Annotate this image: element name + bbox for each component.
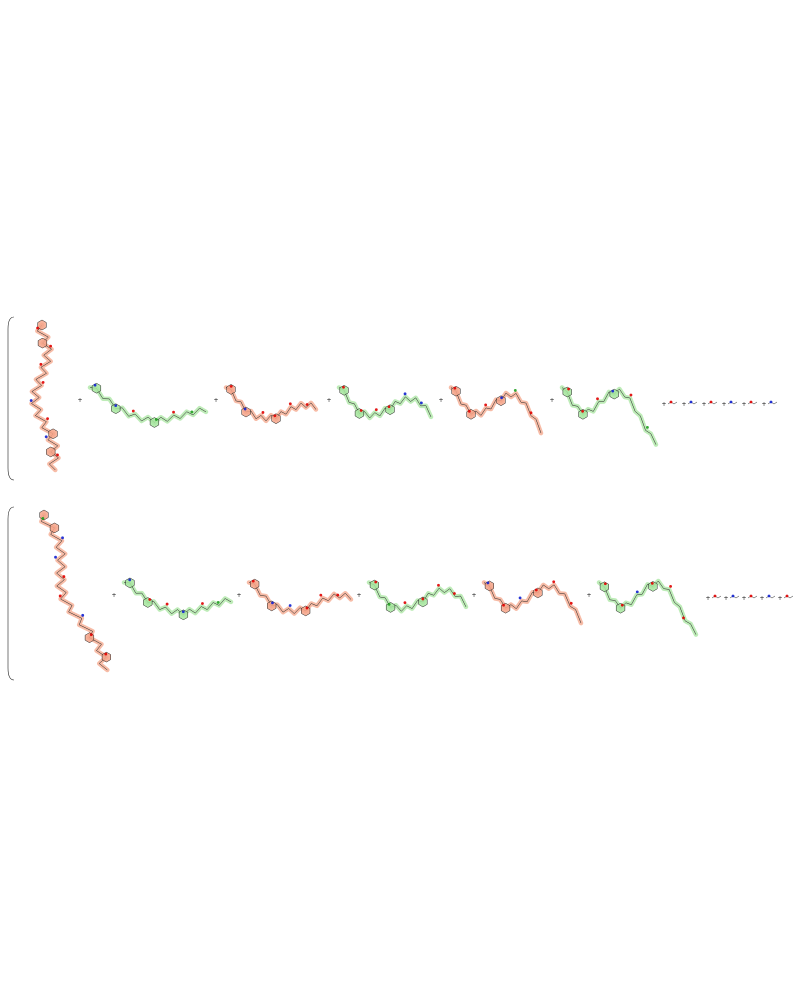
fragment-molecule: + xyxy=(723,594,740,602)
plus-sign: + xyxy=(759,595,764,602)
fragment-molecule: + xyxy=(759,594,776,602)
plus-sign: + xyxy=(213,397,218,404)
product-molecule: + xyxy=(471,580,584,626)
plus-sign: + xyxy=(741,595,746,602)
plus-sign: + xyxy=(777,595,782,602)
fragment-molecule: + xyxy=(761,400,778,408)
fragment-molecule: + xyxy=(741,400,758,408)
fragment-molecule: + xyxy=(777,594,794,602)
product-molecule: + xyxy=(111,577,234,621)
product-molecule: + xyxy=(236,578,354,617)
reaction-brace xyxy=(7,506,15,681)
plus-sign: + xyxy=(438,397,443,404)
fragment-molecule: + xyxy=(741,594,758,602)
plus-sign: + xyxy=(586,592,591,599)
reactant-molecule xyxy=(39,509,111,673)
product-molecule: + xyxy=(77,382,209,428)
plus-sign: + xyxy=(236,592,241,599)
plus-sign: + xyxy=(549,397,554,404)
product-molecule: + xyxy=(438,385,544,436)
plus-sign: + xyxy=(471,592,476,599)
plus-sign: + xyxy=(761,401,766,408)
fragment-molecule: + xyxy=(701,400,718,408)
plus-sign: + xyxy=(705,595,710,602)
reaction-2: + + + + + + + + + + xyxy=(7,506,794,681)
plus-sign: + xyxy=(701,401,706,408)
plus-sign: + xyxy=(661,401,666,408)
reaction-brace xyxy=(7,316,15,481)
product-molecule: + xyxy=(356,579,469,614)
plus-sign: + xyxy=(111,592,116,599)
plus-sign: + xyxy=(721,401,726,408)
plus-sign: + xyxy=(356,592,361,599)
product-molecule: + xyxy=(549,385,659,447)
plus-sign: + xyxy=(77,397,82,404)
plus-sign: + xyxy=(681,401,686,408)
product-molecule: + xyxy=(213,384,319,424)
fragment-molecule: + xyxy=(705,594,722,602)
reaction-1: + + + + + + + + + + + xyxy=(7,316,778,481)
fragment-molecule: + xyxy=(681,400,698,408)
fragment-molecule: + xyxy=(661,400,678,408)
product-molecule: + xyxy=(586,578,699,637)
reaction-rows: + + + + + + + + + + + + + + + + + + + + + xyxy=(7,316,794,681)
reactant-molecule xyxy=(29,319,61,473)
plus-sign: + xyxy=(741,401,746,408)
plus-sign: + xyxy=(326,397,331,404)
product-molecule: + xyxy=(326,385,434,421)
plus-sign: + xyxy=(723,595,728,602)
fragment-molecule: + xyxy=(721,400,738,408)
